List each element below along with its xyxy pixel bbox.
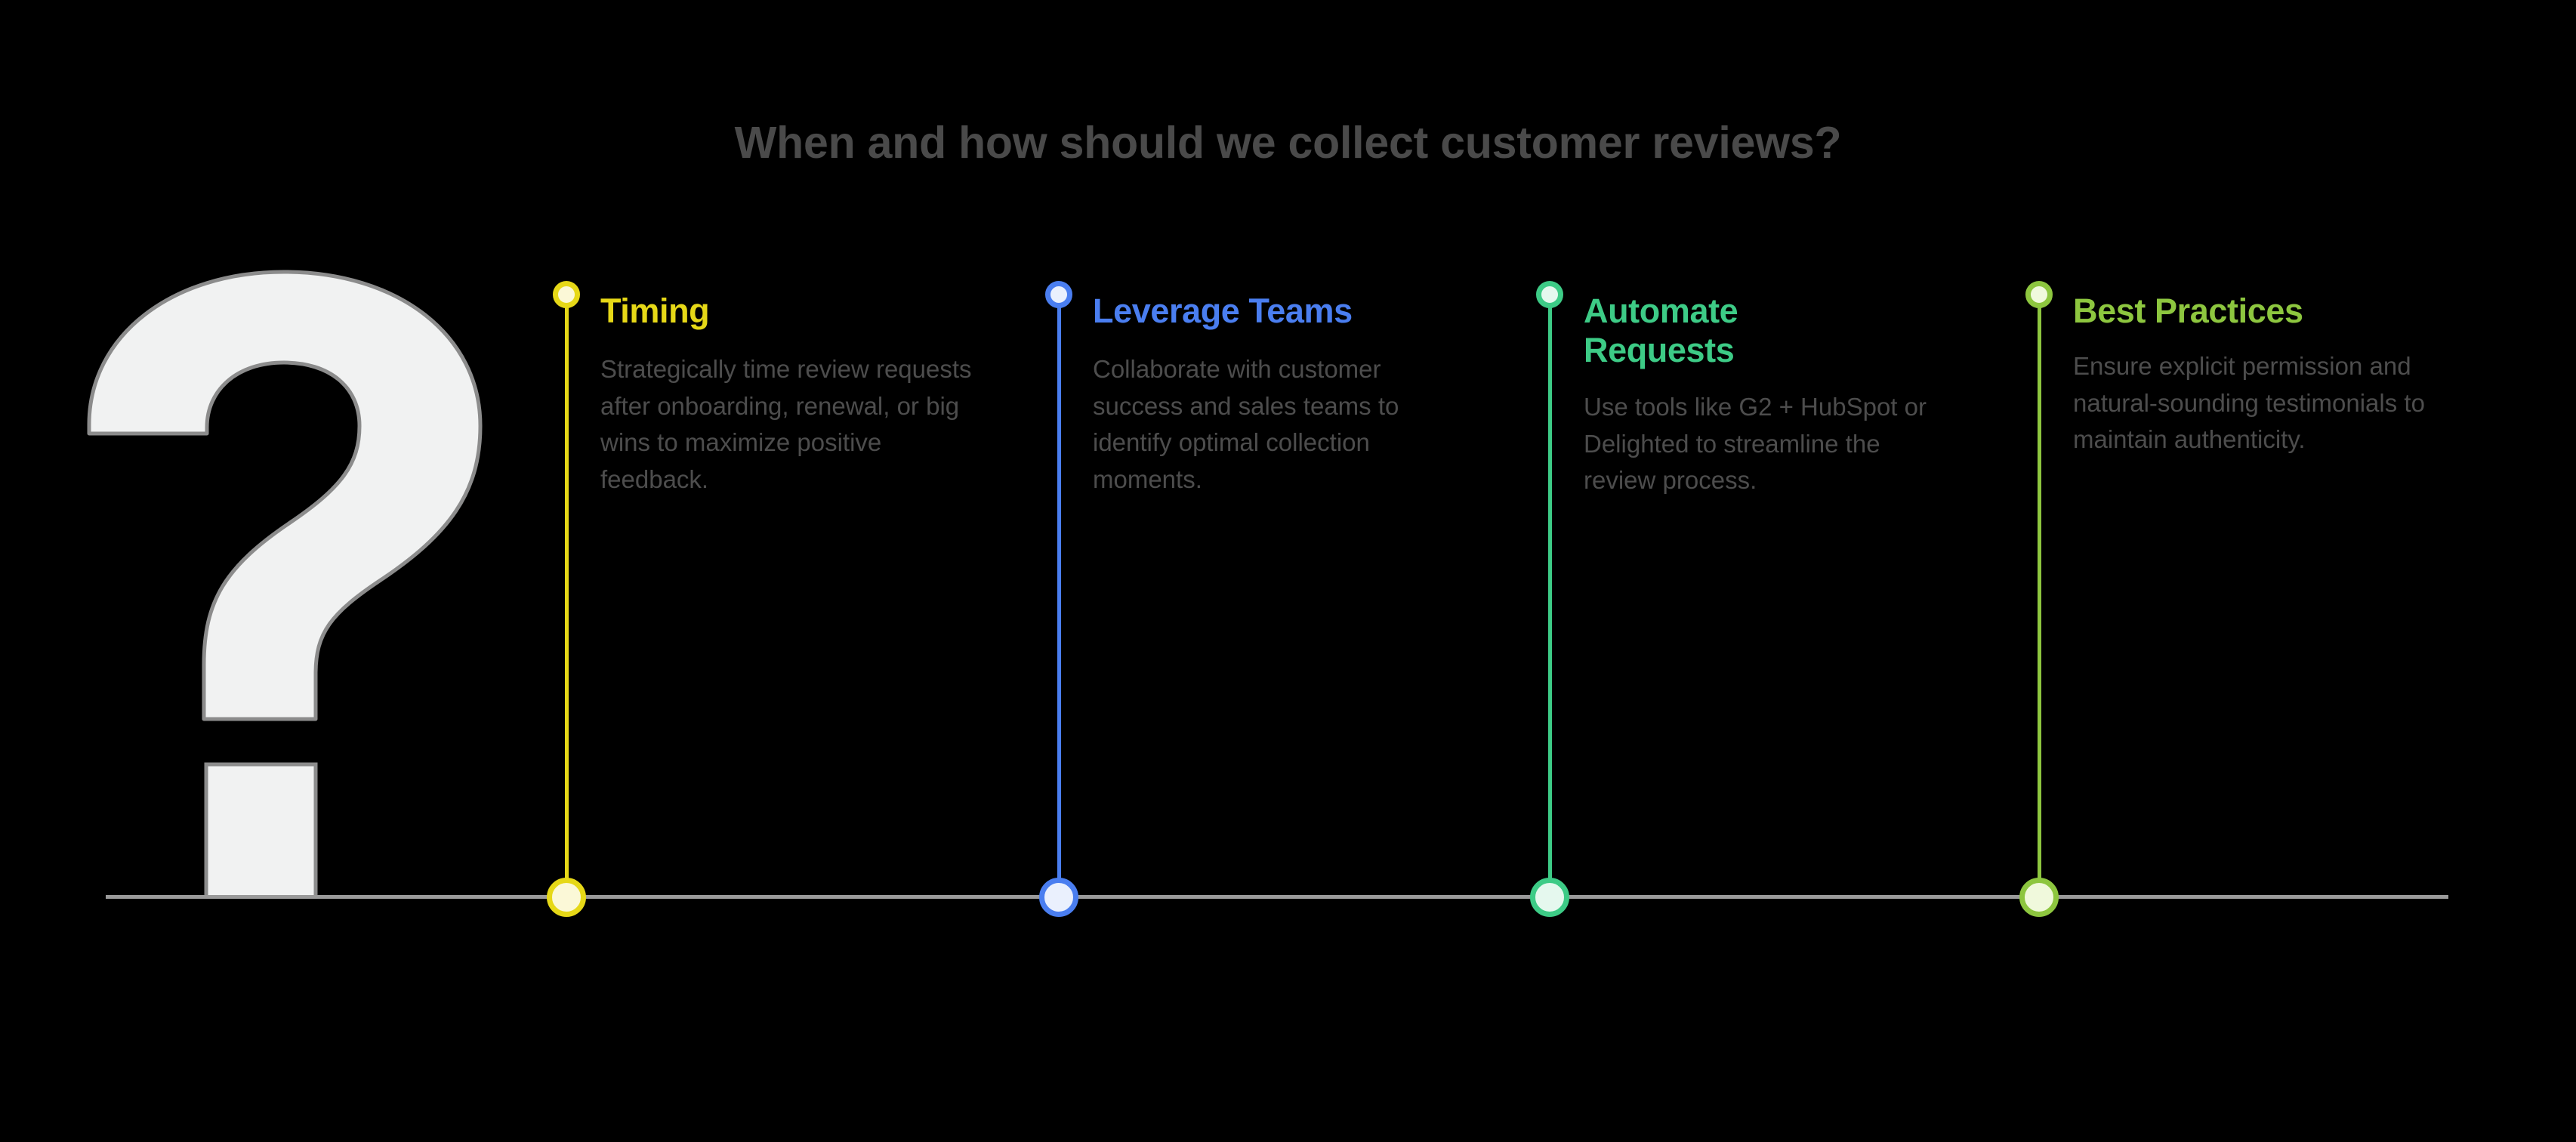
top-node-best-practices[interactable] <box>2025 281 2053 308</box>
card-body-best-practices: Ensure explicit permission and natural-s… <box>2073 352 2425 454</box>
card-leverage-teams: Leverage Teams Collaborate with customer… <box>1093 292 1448 498</box>
card-title-timing: Timing <box>600 292 710 330</box>
card-body-automate-requests: Use tools like G2 + HubSpot or Delighted… <box>1584 393 1927 495</box>
top-node-automate-requests[interactable] <box>1536 281 1563 308</box>
card-body-leverage-teams: Collaborate with customer success and sa… <box>1093 355 1399 493</box>
bottom-node-best-practices[interactable] <box>2019 878 2059 917</box>
card-automate-requests: Automate Requests Use tools like G2 + Hu… <box>1584 292 1927 499</box>
bottom-node-automate-requests[interactable] <box>1530 878 1569 917</box>
card-title-leverage-teams: Leverage Teams <box>1093 292 1353 330</box>
card-best-practices: Best Practices Ensure explicit permissio… <box>2073 292 2451 458</box>
top-node-leverage-teams[interactable] <box>1045 281 1072 308</box>
connector-line-leverage-teams <box>1057 296 1061 897</box>
page-title: When and how should we collect customer … <box>734 118 1842 168</box>
card-title-automate-requests: Automate Requests <box>1584 292 1738 370</box>
question-mark-icon <box>82 266 550 899</box>
connector-line-best-practices <box>2037 296 2041 897</box>
connector-line-timing <box>564 296 569 897</box>
card-title-best-practices: Best Practices <box>2073 292 2303 330</box>
timeline-axis <box>106 895 2448 899</box>
bottom-node-timing[interactable] <box>547 878 586 917</box>
bottom-node-leverage-teams[interactable] <box>1039 878 1078 917</box>
card-body-timing: Strategically time review requests after… <box>600 355 972 493</box>
connector-line-automate-requests <box>1547 296 1552 897</box>
top-node-timing[interactable] <box>553 281 580 308</box>
card-timing: Timing Strategically time review request… <box>600 292 993 498</box>
